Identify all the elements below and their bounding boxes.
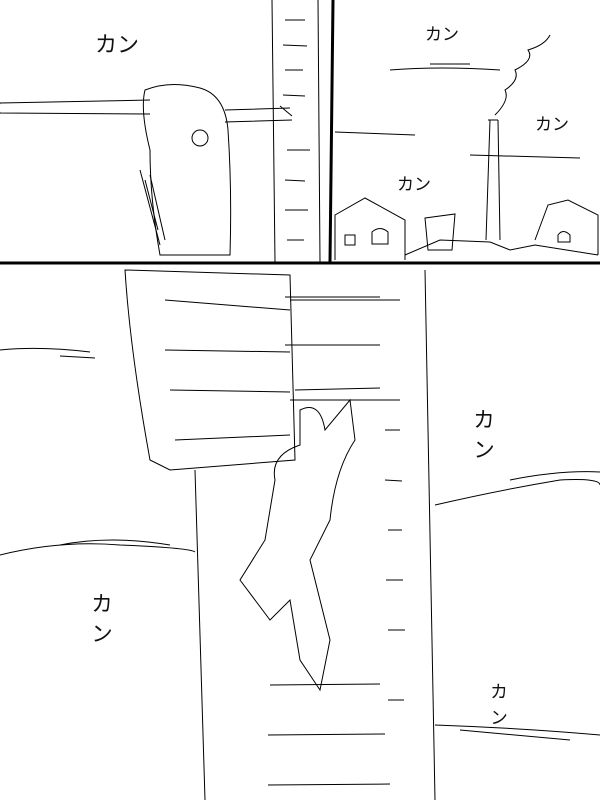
sfx-kan-panel-3-a: カン: [469, 408, 494, 468]
sfx-kan-panel-3-b: カン: [87, 592, 112, 652]
sfx-kan-panel-2-b: カン: [535, 115, 569, 135]
sfx-kan-panel-2-c: カン: [397, 175, 431, 195]
sfx-kan-panel-3-c: カン: [487, 682, 508, 734]
sfx-kan-panel-1: カン: [95, 33, 140, 58]
panel-2-artwork: [334, 34, 599, 260]
panel-border-vertical: [328, 0, 335, 263]
panel-1-artwork: [0, 0, 321, 263]
panel-3-artwork: [0, 269, 600, 800]
sfx-kan-panel-2-a: カン: [425, 25, 459, 45]
